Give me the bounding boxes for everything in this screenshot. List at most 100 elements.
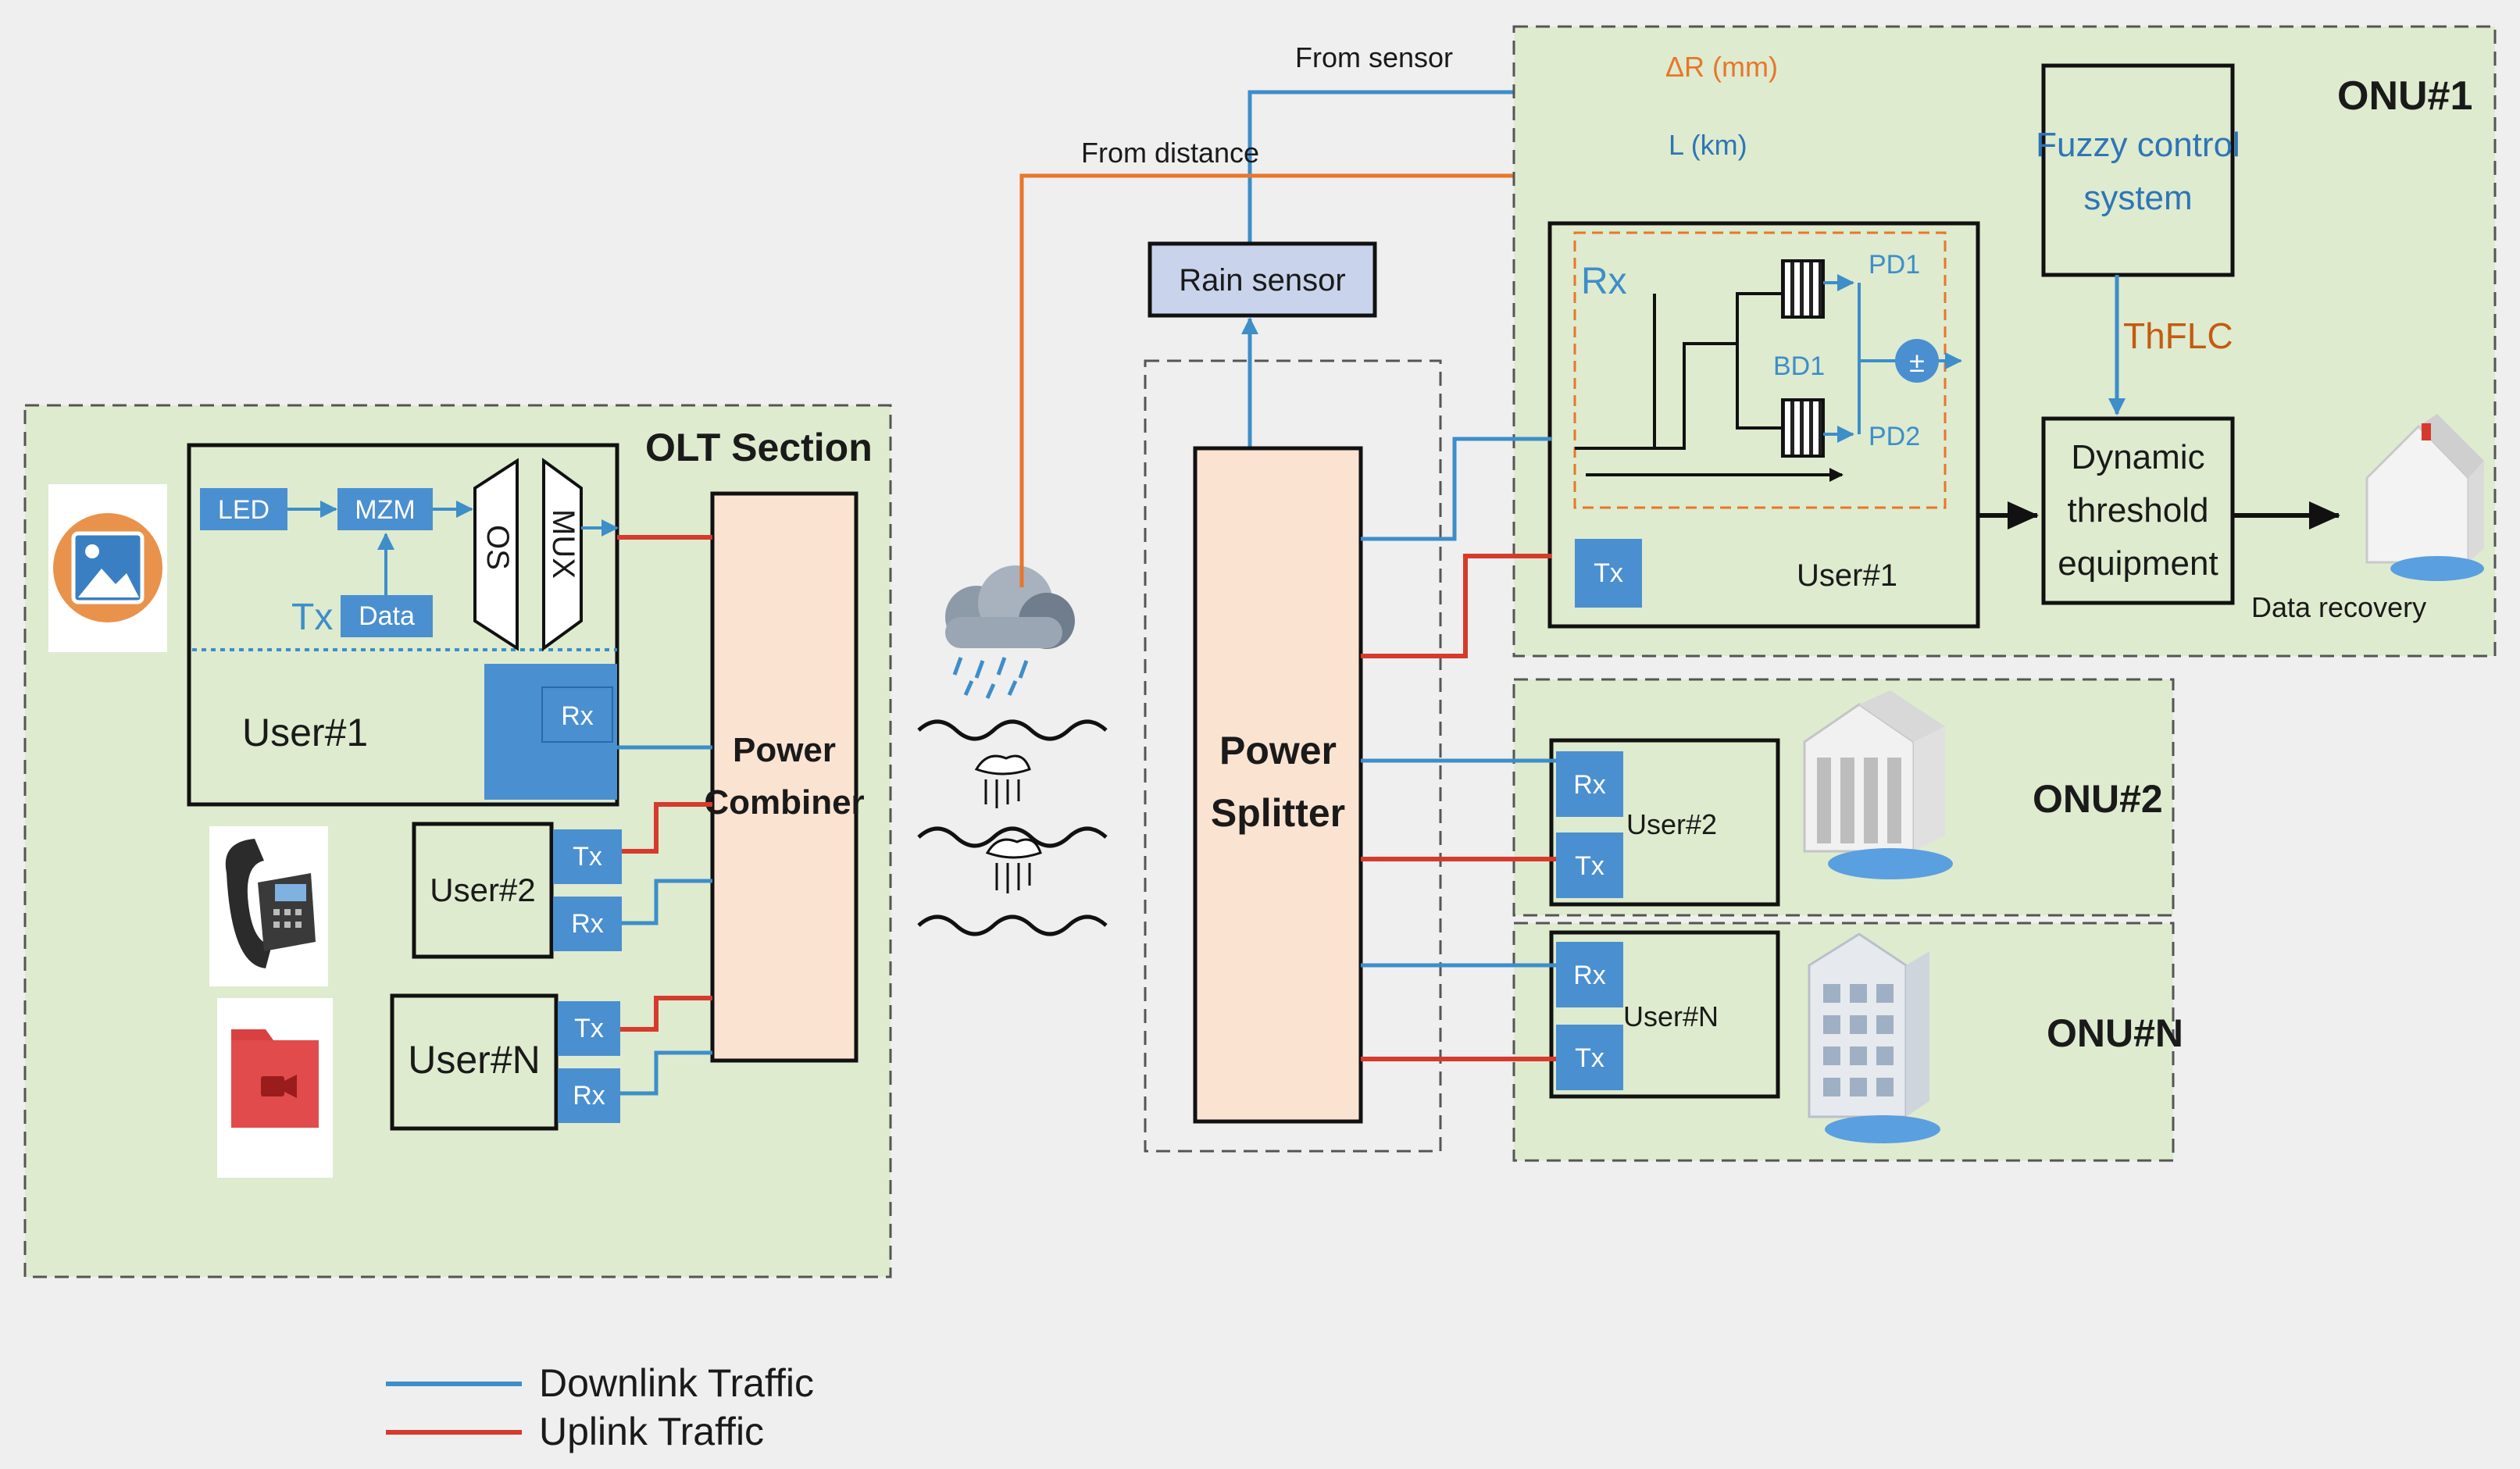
legend: Downlink Traffic Uplink Traffic <box>386 1361 814 1453</box>
data-label: Data <box>359 601 415 631</box>
wave-icon <box>917 719 1108 741</box>
onu1-section: ONU#1 ΔR (mm) L (km) Fuzzy control syste… <box>1512 25 2497 658</box>
onun-user-label: User#N <box>1623 1000 1719 1032</box>
channel <box>917 565 1108 936</box>
rain-sensor <box>1148 241 1377 318</box>
olt-usern-label: User#N <box>408 1038 540 1082</box>
onu2-rx <box>1556 751 1623 817</box>
rain-cloud-icon <box>945 565 1075 700</box>
photodiode-pd1 <box>1781 259 1825 319</box>
rain-sensor-label: Rain sensor <box>1179 263 1345 298</box>
pd2-label: PD2 <box>1869 422 1920 451</box>
os-label: OS <box>480 525 515 570</box>
olt-user2-rx-label: Rx <box>571 909 604 939</box>
onu2-user-label: User#2 <box>1626 808 1717 840</box>
os-block <box>473 458 519 651</box>
mux-block <box>542 458 583 651</box>
olt-user2-label: User#2 <box>430 872 535 908</box>
onun-tx <box>1556 1025 1623 1090</box>
uplink-splitter-onu1 <box>1361 554 1551 658</box>
olt-user1-box <box>187 443 619 807</box>
led-label: LED <box>218 495 269 525</box>
onu2-rx-label: Rx <box>1573 770 1606 800</box>
data-recovery-label: Data recovery <box>2251 591 2426 623</box>
fuzzy-control-system <box>2041 63 2235 277</box>
data-block <box>341 595 433 637</box>
onun-rx-label: Rx <box>1573 961 1606 990</box>
mzm-block <box>337 488 433 530</box>
legend-downlink-label: Downlink Traffic <box>539 1361 814 1405</box>
mzm-label: MZM <box>355 495 415 525</box>
rain-drop-icon <box>974 754 1031 808</box>
downlink-splitter-onu1 <box>1361 437 1551 541</box>
wave-icon <box>917 826 1108 848</box>
olt-usern-rx-label: Rx <box>573 1081 605 1111</box>
power-combiner-line1: Power <box>733 731 836 769</box>
onun-rx <box>1556 942 1623 1007</box>
uplink-olt-user2 <box>622 802 712 854</box>
olt-user2-tx <box>553 829 622 884</box>
length-label: L (km) <box>1669 129 1747 161</box>
onu1-tx <box>1575 539 1642 608</box>
olt-user1-rx-tag <box>541 686 613 743</box>
dte-line2: threshold <box>2067 491 2208 529</box>
bd1-label: BD1 <box>1773 351 1825 381</box>
dynamic-threshold-equipment <box>2041 416 2235 605</box>
onu2-tx-label: Tx <box>1575 851 1604 881</box>
splitter-section-frame <box>1144 359 1442 1153</box>
plus-minus-label: ± <box>1909 346 1925 378</box>
pd1-label: PD1 <box>1869 250 1920 280</box>
delta-r-label: ΔR (mm) <box>1665 51 1778 83</box>
power-combiner <box>710 491 858 1063</box>
onu2-section: ONU#2 Rx Tx User#2 <box>1512 678 2175 917</box>
from-sensor-label: From sensor <box>1295 41 1453 73</box>
rain-drop-icon <box>985 838 1042 893</box>
onu1-rx-frame <box>1573 231 1947 509</box>
uplink-olt-usern <box>620 996 712 1032</box>
led-block <box>200 488 287 530</box>
olt-section-title: OLT Section <box>645 426 873 469</box>
video-folder-icon <box>217 998 333 1178</box>
onu1-title: ONU#1 <box>2337 73 2472 119</box>
thflc-label: ThFLC <box>2123 316 2233 356</box>
fuzzy-line2: system <box>2083 179 2192 217</box>
onu1-user-label: User#1 <box>1797 558 1897 593</box>
power-splitter <box>1193 446 1363 1124</box>
power-splitter-line2: Splitter <box>1211 791 1345 835</box>
olt-usern-tx <box>558 1001 620 1056</box>
house-icon <box>2365 414 2484 581</box>
dte-line3: equipment <box>2058 544 2218 583</box>
balanced-detector <box>1575 292 1844 482</box>
apartment-building-icon <box>1808 932 1940 1143</box>
mux-label: MUX <box>546 509 580 579</box>
olt-usern-box <box>390 993 559 1131</box>
onu1-rx-label: Rx <box>1581 261 1627 302</box>
onu1-tx-label: Tx <box>1594 558 1623 588</box>
wave-icon <box>917 915 1108 936</box>
office-building-icon <box>1803 690 1953 879</box>
plus-minus-node <box>1895 339 1939 383</box>
olt-usern-rx <box>558 1068 620 1123</box>
olt-user2-rx <box>553 897 622 951</box>
onun-tx-label: Tx <box>1575 1043 1604 1073</box>
olt-user2-box <box>412 822 554 959</box>
olt-section: OLT Section LED MZM Data Tx OS MUX Rx Us… <box>23 404 892 1278</box>
downlink-olt-user2 <box>622 879 712 925</box>
from-distance-label: From distance <box>1081 137 1259 169</box>
olt-tx-label: Tx <box>291 597 333 638</box>
dte-line1: Dynamic <box>2071 438 2204 476</box>
power-splitter-line1: Power <box>1219 729 1337 772</box>
legend-uplink-label: Uplink Traffic <box>539 1410 764 1453</box>
olt-usern-tx-label: Tx <box>574 1014 604 1043</box>
onun-title: ONU#N <box>2047 1011 2183 1055</box>
onun-section: ONU#N Rx Tx User#N <box>1512 922 2183 1162</box>
telephone-icon <box>209 826 328 986</box>
photodiode-pd2 <box>1781 398 1825 458</box>
power-combiner-line2: Combiner <box>704 783 864 822</box>
onu2-title: ONU#2 <box>2033 777 2163 821</box>
fuzzy-line1: Fuzzy control <box>2036 126 2240 164</box>
image-icon <box>48 484 167 652</box>
olt-user2-tx-label: Tx <box>573 842 602 872</box>
olt-user1-label: User#1 <box>242 711 368 754</box>
onu2-tx <box>1556 833 1623 898</box>
